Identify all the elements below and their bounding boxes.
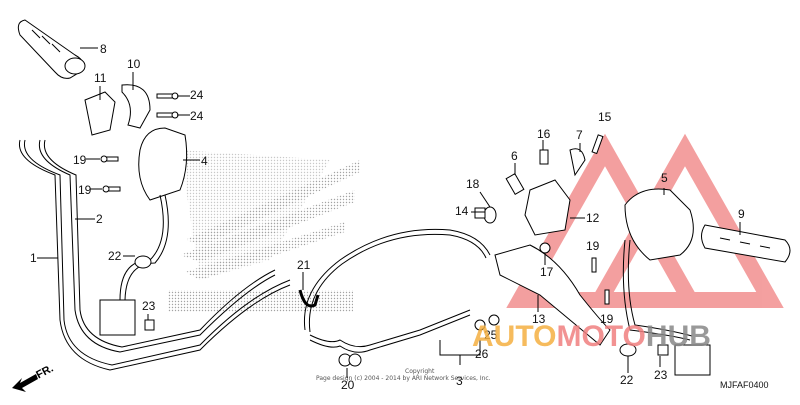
callout-25: 25 (484, 328, 498, 342)
callout-22b: 22 (620, 373, 634, 387)
callout-10: 10 (127, 57, 141, 71)
callout-23a: 23 (142, 299, 156, 313)
callout-5: 5 (661, 171, 668, 185)
callout-19b: 19 (78, 183, 92, 197)
honda-wing-logo (168, 150, 360, 312)
callout-20: 20 (341, 378, 355, 392)
copyright-line-1: Copyright (405, 368, 435, 375)
callout-26: 26 (475, 347, 489, 361)
callout-24a: 24 (190, 88, 204, 102)
callout-2: 2 (96, 212, 103, 226)
callout-1: 1 (30, 251, 37, 265)
callout-7: 7 (576, 128, 583, 142)
callout-4: 4 (201, 154, 208, 168)
callout-3: 3 (456, 374, 463, 388)
callout-21: 21 (297, 258, 311, 272)
callout-19a: 19 (73, 153, 87, 167)
callout-12: 12 (586, 211, 600, 225)
callout-24b: 24 (190, 109, 204, 123)
callout-13: 13 (532, 312, 546, 326)
callout-18: 18 (466, 177, 480, 191)
callout-11: 11 (94, 71, 107, 85)
callout-9: 9 (738, 207, 745, 221)
callout-14: 14 (455, 204, 469, 218)
callout-6: 6 (511, 149, 518, 163)
callout-19d: 19 (600, 312, 614, 326)
callout-8: 8 (100, 42, 107, 56)
left-grip (17, 19, 86, 79)
callout-22a: 22 (108, 249, 122, 263)
callout-16: 16 (537, 127, 551, 141)
callout-19c: 19 (586, 239, 600, 253)
diagram-code: MJFAF0400 (720, 380, 769, 390)
callout-23b: 23 (654, 368, 668, 382)
callout-15: 15 (598, 110, 612, 124)
front-arrow-icon (12, 374, 38, 392)
copyright-line-2: Page design (c) 2004 - 2014 by ARI Netwo… (316, 375, 491, 382)
watermark-text: AUTOMOTOHUB (472, 320, 711, 353)
callout-17: 17 (540, 265, 554, 279)
